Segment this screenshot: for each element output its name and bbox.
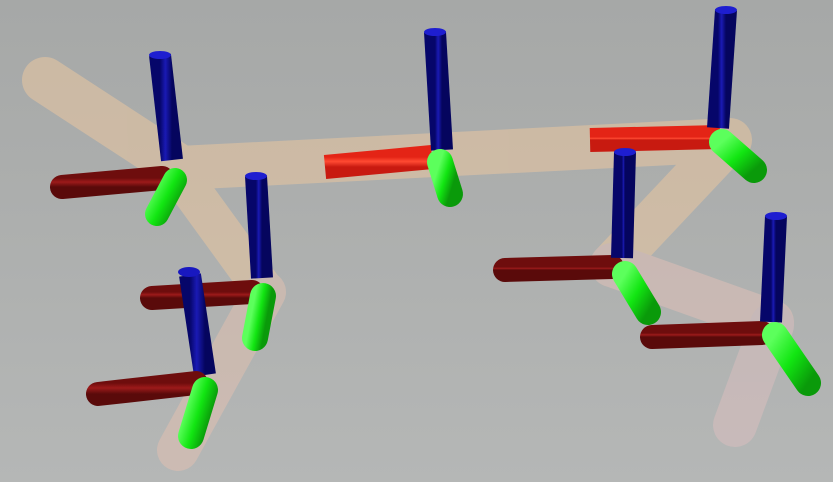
y-axis-arrow (178, 377, 218, 449)
x-axis-arrow (640, 321, 774, 349)
link-segment (22, 57, 203, 191)
z-axis-arrow (760, 215, 787, 323)
coordinate-frame-7 (640, 212, 821, 396)
x-axis-arrow (50, 166, 174, 199)
coordinate-frame-5 (86, 267, 218, 449)
z-axis-tip (715, 6, 737, 14)
z-axis-arrow (611, 151, 636, 259)
z-axis-arrow (707, 9, 737, 129)
coordinate-frame-3 (589, 6, 767, 183)
y-axis-arrow (427, 149, 463, 207)
z-axis-tip (149, 51, 171, 59)
z-axis-arrow (179, 273, 216, 377)
z-axis-arrow (149, 53, 183, 162)
z-axis-tip (765, 212, 787, 220)
z-axis-tip (245, 172, 267, 180)
y-axis-arrow (242, 283, 276, 351)
z-axis-tip (614, 148, 636, 156)
y-axis-arrow (709, 129, 767, 183)
x-axis-arrow (589, 125, 721, 152)
y-axis-arrow (612, 261, 661, 325)
x-axis-arrow (86, 371, 208, 406)
x-axis-arrow (323, 145, 434, 179)
y-axis-arrow (762, 322, 821, 396)
x-axis-arrow (493, 255, 624, 282)
z-axis-arrow (245, 175, 273, 279)
coordinate-frame-1 (50, 51, 187, 226)
coordinate-frame-6 (493, 148, 661, 325)
z-axis-tip (178, 267, 200, 277)
y-axis-arrow (145, 168, 187, 226)
coordinate-frame-2 (323, 28, 463, 207)
z-axis-arrow (424, 31, 453, 151)
z-axis-tip (424, 28, 446, 36)
